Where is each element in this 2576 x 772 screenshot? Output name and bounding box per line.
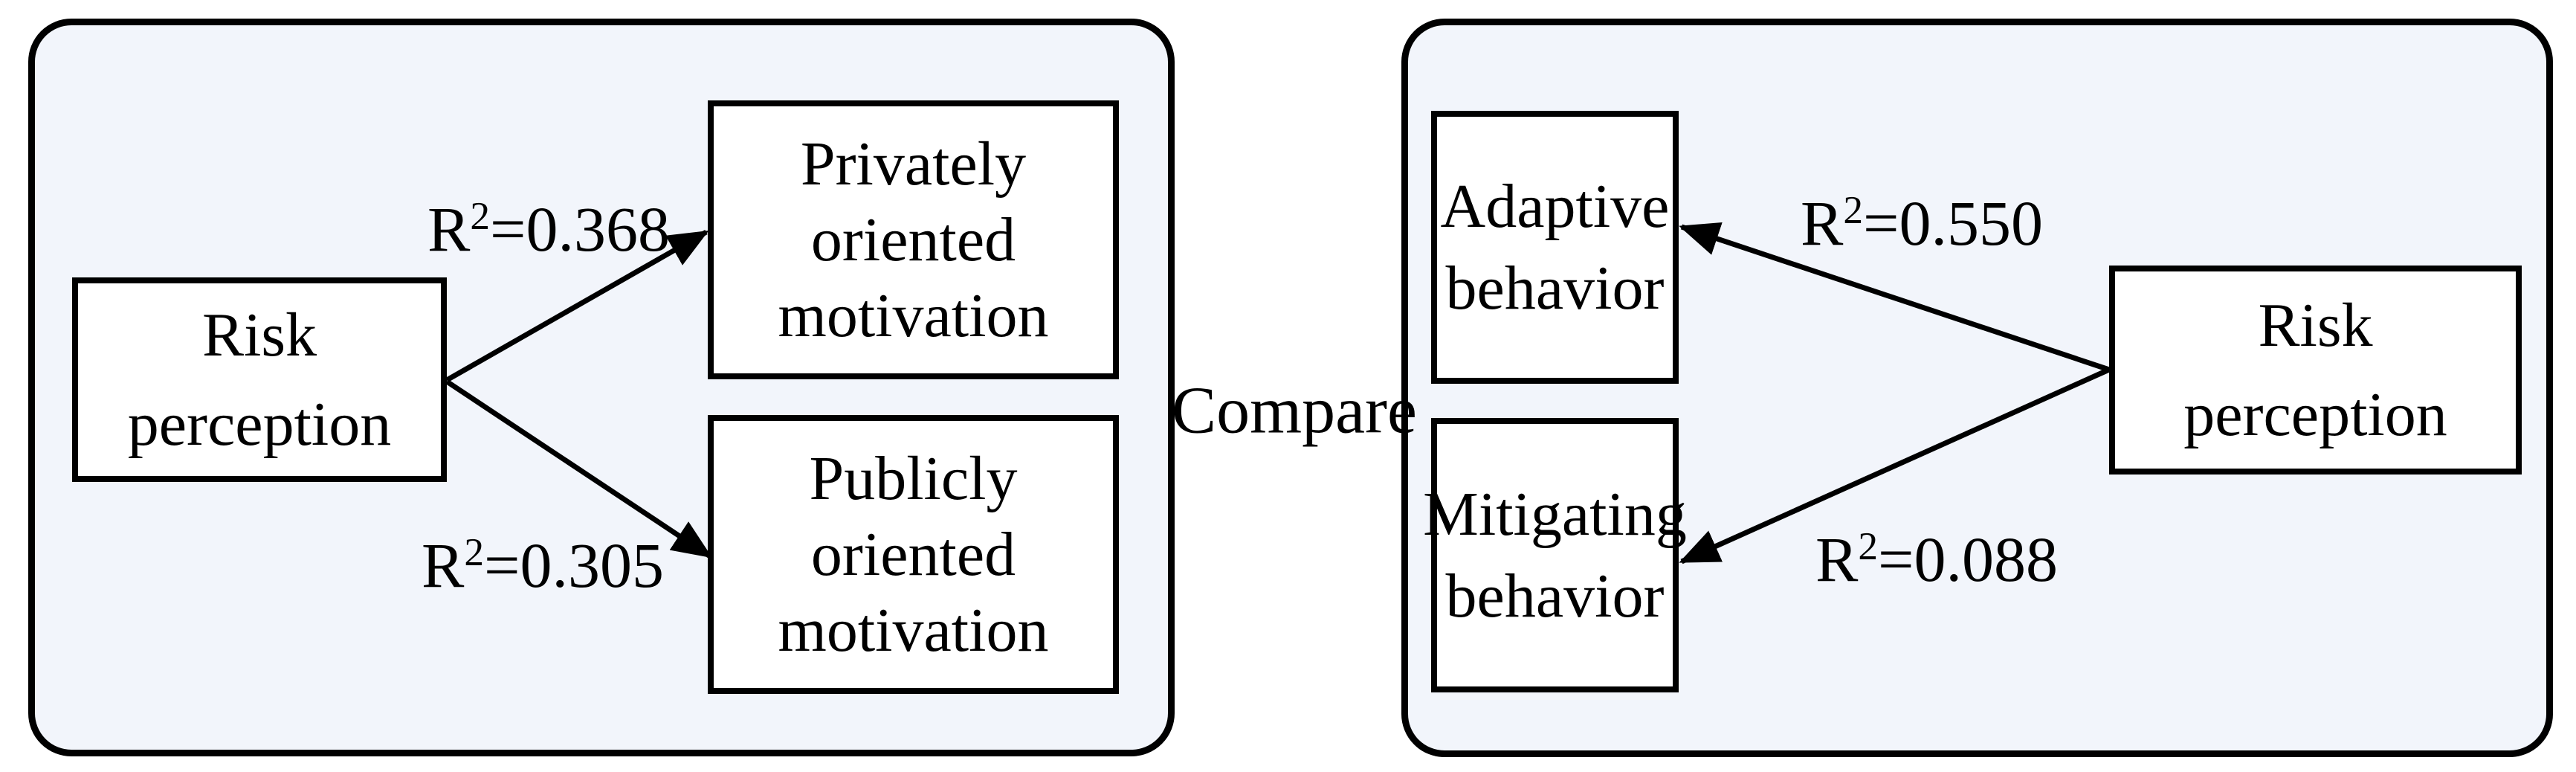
box-text-line: motivation xyxy=(778,280,1049,350)
r2-label-adaptive: R2=0.550 xyxy=(1801,186,2043,260)
box-text-line: Privately xyxy=(800,129,1027,199)
box-text-line: Publicly xyxy=(809,443,1018,513)
r2-base: R xyxy=(421,530,465,601)
privately-oriented-motivation-box: Privately oriented motivation xyxy=(708,100,1119,379)
r2-value: =0.368 xyxy=(490,193,671,265)
publicly-oriented-motivation-box: Publicly oriented motivation xyxy=(708,415,1119,694)
r2-value: =0.305 xyxy=(484,530,665,601)
box-text-line: Mitigating xyxy=(1423,479,1687,549)
compare-label: Compare xyxy=(1172,373,1417,448)
box-text-line: motivation xyxy=(778,595,1049,665)
r2-value: =0.550 xyxy=(1863,187,2044,259)
r2-superscript: 2 xyxy=(464,529,485,574)
r2-value: =0.088 xyxy=(1878,524,2059,595)
r2-superscript: 2 xyxy=(1858,523,1879,568)
box-text-line: perception xyxy=(127,389,392,459)
r2-base: R xyxy=(1815,524,1859,595)
r2-superscript: 2 xyxy=(470,193,491,238)
adaptive-behavior-box: Adaptive behavior xyxy=(1431,111,1679,384)
r2-label-publicly: R2=0.305 xyxy=(422,528,664,602)
box-text-line: Risk xyxy=(201,300,317,370)
box-text-line: behavior xyxy=(1445,253,1665,323)
risk-perception-box-left: Risk perception xyxy=(72,277,447,482)
box-text-line: behavior xyxy=(1445,561,1665,631)
box-text-line: Risk xyxy=(2258,290,2373,360)
box-text-line: perception xyxy=(2183,379,2447,449)
r2-superscript: 2 xyxy=(1843,187,1864,232)
r2-label-privately: R2=0.368 xyxy=(427,192,670,266)
box-text-line: oriented xyxy=(810,519,1016,589)
risk-perception-box-right: Risk perception xyxy=(2109,266,2522,475)
r2-base: R xyxy=(1800,187,1844,259)
box-text-line: oriented xyxy=(810,205,1016,274)
mitigating-behavior-box: Mitigating behavior xyxy=(1423,418,1687,692)
box-text-line: Adaptive xyxy=(1440,171,1670,241)
r2-label-mitigating: R2=0.088 xyxy=(1815,522,2058,596)
r2-base: R xyxy=(427,193,471,265)
